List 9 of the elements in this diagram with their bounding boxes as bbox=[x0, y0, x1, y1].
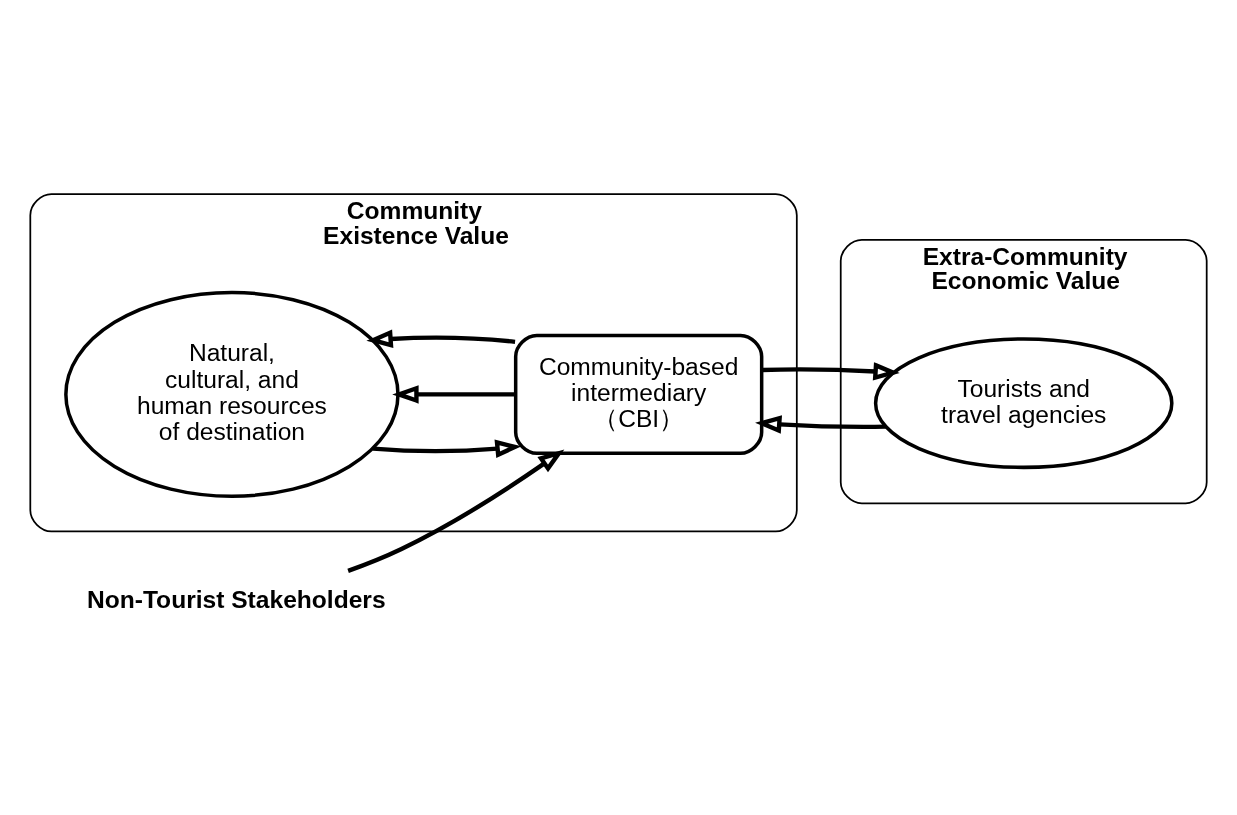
arrow bbox=[347, 448, 565, 573]
node-ellipse: Natural, cultural, and human resources of destination bbox=[64, 290, 400, 498]
arrow bbox=[755, 414, 886, 434]
node-text: Non-Tourist Stakeholders bbox=[86, 585, 386, 613]
node-box: Community-based intermediary （CBI） bbox=[513, 333, 764, 455]
arrow bbox=[372, 439, 522, 458]
arrow bbox=[392, 384, 516, 404]
arrow bbox=[761, 361, 900, 381]
arrow bbox=[366, 329, 516, 348]
